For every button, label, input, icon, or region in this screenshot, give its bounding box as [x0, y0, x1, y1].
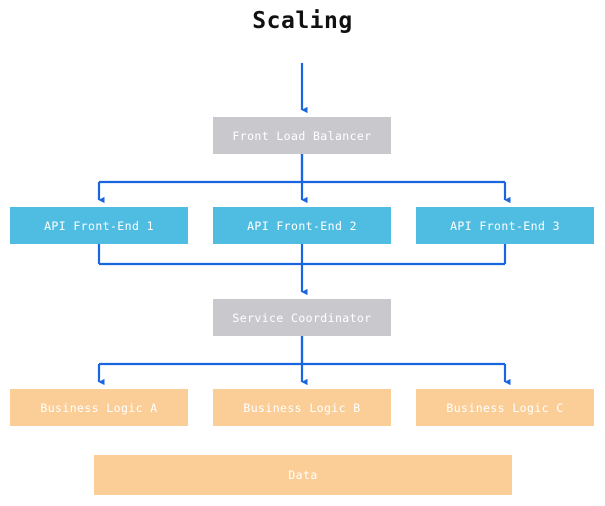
edge-group-api-to-coordinator — [97, 244, 507, 296]
node-label: API Front-End 1 — [44, 218, 154, 233]
node-api-front-end-3[interactable]: API Front-End 3 — [416, 207, 594, 244]
node-label: API Front-End 3 — [450, 218, 560, 233]
node-api-front-end-1[interactable]: API Front-End 1 — [10, 207, 188, 244]
node-label: Business Logic C — [446, 400, 564, 415]
node-front-load-balancer[interactable]: Front Load Balancer — [213, 117, 391, 154]
node-label: Front Load Balancer — [232, 128, 372, 143]
node-label: Service Coordinator — [232, 310, 372, 325]
node-data[interactable]: Data — [94, 455, 512, 495]
node-label: Business Logic B — [243, 400, 361, 415]
node-business-logic-c[interactable]: Business Logic C — [416, 389, 594, 426]
node-service-coordinator[interactable]: Service Coordinator — [213, 299, 391, 336]
node-api-front-end-2[interactable]: API Front-End 2 — [213, 207, 391, 244]
node-business-logic-b[interactable]: Business Logic B — [213, 389, 391, 426]
node-label: API Front-End 2 — [247, 218, 357, 233]
edge-group-lb-to-api — [97, 154, 511, 204]
diagram-title: Scaling — [252, 8, 353, 34]
node-label: Business Logic A — [40, 400, 158, 415]
node-label: Data — [288, 468, 318, 482]
node-business-logic-a[interactable]: Business Logic A — [10, 389, 188, 426]
edge-group-coordinator-to-logic — [97, 336, 511, 386]
